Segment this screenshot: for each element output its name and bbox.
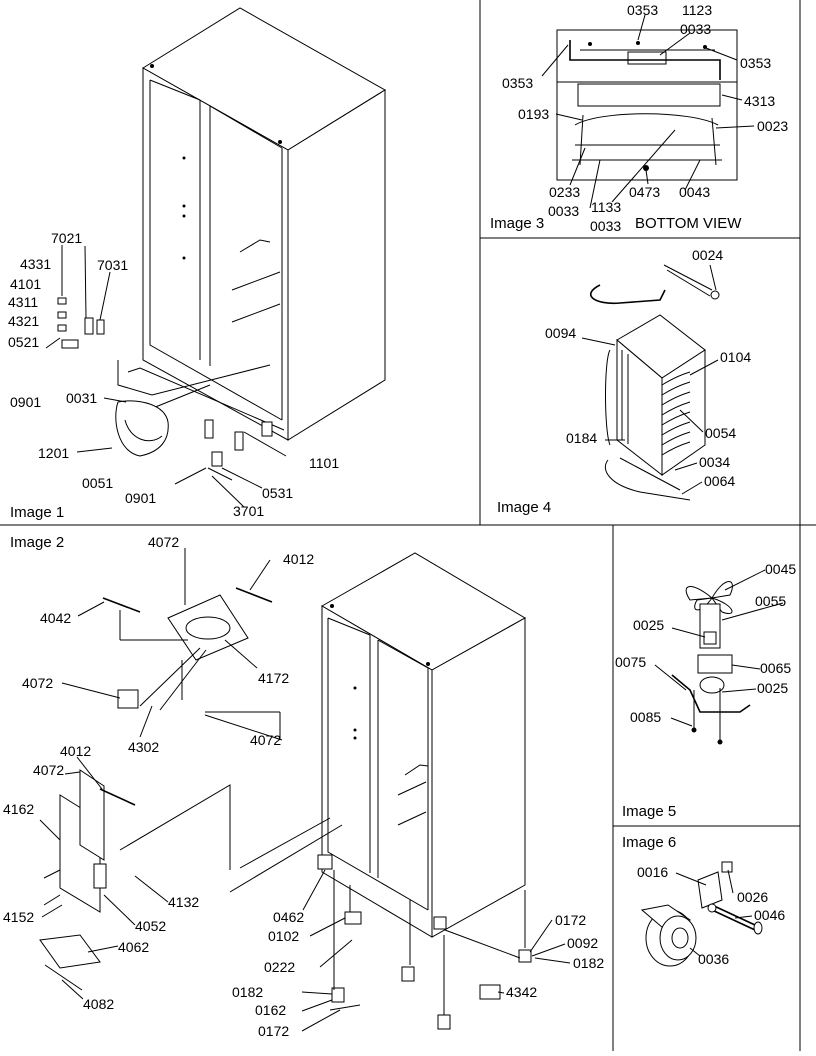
callout-4172: 4172 [258, 670, 289, 686]
callout-0473: 0473 [629, 184, 660, 200]
callout-0025-bottom: 0025 [757, 680, 788, 696]
panel-title-image1: Image 1 [10, 504, 64, 521]
callout-4162: 4162 [3, 801, 34, 817]
callout-0031: 0031 [66, 390, 97, 406]
callout-0901-left: 0901 [10, 394, 41, 410]
callout-0064: 0064 [704, 473, 735, 489]
image2-drawing [39, 548, 571, 1032]
callout-0034: 0034 [699, 454, 730, 470]
callout-4342: 4342 [506, 984, 537, 1000]
image1-cabinet-drawing [45, 7, 386, 508]
callout-0043: 0043 [679, 184, 710, 200]
image5-fan-motor-drawing [654, 569, 784, 745]
callout-0036: 0036 [698, 951, 729, 967]
callout-4072-left: 4072 [22, 675, 53, 691]
callout-4052: 4052 [135, 918, 166, 934]
callout-4331: 4331 [20, 256, 51, 272]
callout-4062: 4062 [118, 939, 149, 955]
callout-0092: 0092 [567, 935, 598, 951]
callout-0233: 0233 [549, 184, 580, 200]
callout-0462: 0462 [273, 909, 304, 925]
image2-callouts: Image 2 4072 4012 4042 4172 4072 4302 40… [3, 534, 604, 1039]
callout-0353-left: 0353 [502, 75, 533, 91]
callout-0102: 0102 [268, 928, 299, 944]
callout-4072-lower: 4072 [33, 762, 64, 778]
callout-0521: 0521 [8, 334, 39, 350]
callout-0531: 0531 [262, 485, 293, 501]
image6-callouts: Image 6 0016 0026 0046 0036 [622, 834, 785, 967]
callout-0051: 0051 [82, 475, 113, 491]
callout-0033-top: 0033 [680, 21, 711, 37]
bottom-view-label: BOTTOM VIEW [635, 215, 742, 232]
image6-roller-drawing [640, 861, 763, 967]
callout-0046: 0046 [754, 907, 785, 923]
callout-0025-top: 0025 [633, 617, 664, 633]
callout-0104: 0104 [720, 349, 751, 365]
callout-0182-right: 0182 [573, 955, 604, 971]
callout-4152: 4152 [3, 909, 34, 925]
evaporator-coils [605, 349, 691, 456]
callout-0353-right: 0353 [740, 55, 771, 71]
callout-4072-top: 4072 [148, 534, 179, 550]
callout-4302: 4302 [128, 739, 159, 755]
panel-title-image6: Image 6 [622, 834, 676, 851]
callout-0172-left: 0172 [258, 1023, 289, 1039]
callout-4132: 4132 [168, 894, 199, 910]
callout-0045: 0045 [765, 561, 796, 577]
callout-1133: 1133 [591, 199, 621, 215]
image1-callouts: 7021 4331 7031 4101 4311 4321 0521 0901 … [8, 230, 339, 521]
callout-4072-mid: 4072 [250, 732, 281, 748]
callout-0065: 0065 [760, 660, 791, 676]
panel-title-image3: Image 3 [490, 215, 544, 232]
callout-1123: 1123 [682, 2, 712, 18]
callout-3701: 3701 [233, 503, 264, 519]
callout-1101: 1101 [309, 455, 339, 471]
callout-4012-mid: 4012 [60, 743, 91, 759]
callout-0026: 0026 [737, 889, 768, 905]
callout-0184: 0184 [566, 430, 597, 446]
panel-title-image5: Image 5 [622, 803, 676, 820]
callout-0016: 0016 [637, 864, 668, 880]
callout-0033-mid: 0033 [548, 203, 579, 219]
image4-evaporator-drawing [581, 264, 720, 501]
callout-0182-left: 0182 [232, 984, 263, 1000]
callout-4101: 4101 [10, 276, 41, 292]
callout-0222: 0222 [264, 959, 295, 975]
callout-4321: 4321 [8, 313, 39, 329]
callout-0085: 0085 [630, 709, 661, 725]
image4-callouts: 0024 0094 0104 0054 0184 0034 0064 Image… [497, 247, 751, 516]
callout-0024: 0024 [692, 247, 723, 263]
callout-4311: 4311 [8, 294, 38, 310]
callout-0901-bottom: 0901 [125, 490, 156, 506]
callout-0353-top: 0353 [627, 2, 658, 18]
callout-4012-top: 4012 [283, 551, 314, 567]
callout-0055: 0055 [755, 593, 786, 609]
callout-0162: 0162 [255, 1002, 286, 1018]
callout-4082: 4082 [83, 996, 114, 1012]
callout-4042: 4042 [40, 610, 71, 626]
image3-bottom-view-drawing [541, 14, 755, 209]
image5-callouts: 0045 0055 0025 0075 0065 0025 0085 Image… [615, 561, 796, 820]
callout-0075: 0075 [615, 654, 646, 670]
callout-7021: 7021 [51, 230, 82, 246]
callout-0033-bottom: 0033 [590, 218, 621, 234]
callout-0023: 0023 [757, 118, 788, 134]
callout-4313: 4313 [744, 93, 775, 109]
panel-title-image4: Image 4 [497, 499, 551, 516]
callout-1201: 1201 [38, 445, 69, 461]
callout-0054: 0054 [705, 425, 736, 441]
panel-title-image2: Image 2 [10, 534, 64, 551]
callout-0094: 0094 [545, 325, 576, 341]
callout-7031: 7031 [97, 257, 128, 273]
callout-0172-right: 0172 [555, 912, 586, 928]
image3-callouts: 0353 1123 0033 0353 0353 4313 0193 0023 … [490, 2, 788, 234]
callout-0193: 0193 [518, 106, 549, 122]
